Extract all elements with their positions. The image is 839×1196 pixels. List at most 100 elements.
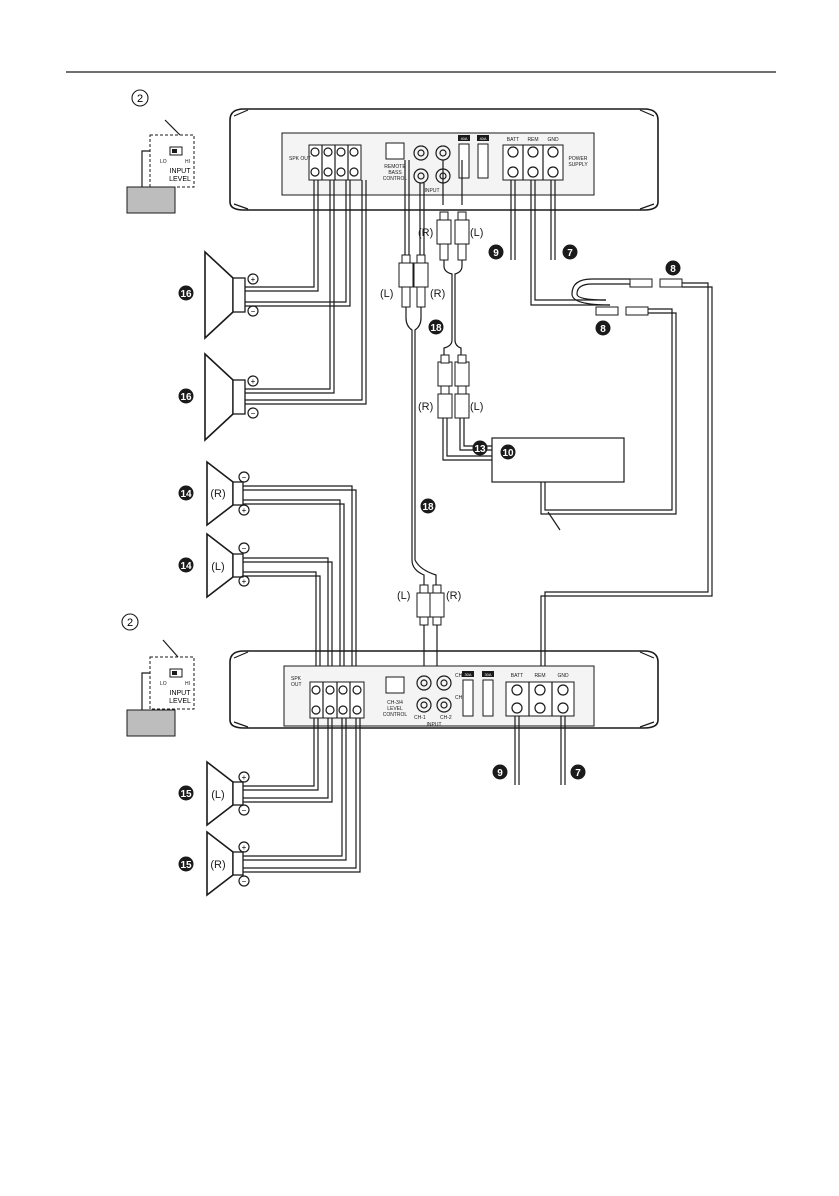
marker-fuse-lower: 8 (596, 321, 611, 336)
fuse-top-1-rating: 40A (460, 136, 467, 141)
svg-text:18: 18 (430, 323, 442, 334)
rear-speaker-wires (243, 718, 360, 872)
fuse-top-2 (478, 144, 488, 178)
fuse-bottom-1 (463, 680, 473, 716)
svg-text:8: 8 (670, 264, 676, 275)
marker-speaker-front-2: 16 (179, 389, 194, 404)
amp-bottom-batt-label: BATT (511, 673, 523, 679)
head-unit-r-label: (R) (418, 401, 433, 413)
tweeter-wires (243, 486, 356, 690)
svg-text:7: 7 (567, 248, 573, 259)
marker-rear-l: 15 (179, 786, 194, 801)
remote-label-3: CONTROL (383, 176, 408, 182)
switch-caption-level: LEVEL (169, 176, 191, 183)
fuse-holder-upper (630, 279, 652, 287)
top-power-wires (511, 180, 610, 305)
head-unit-r-plug (438, 394, 452, 418)
speaker-tweeter-l: (L) − + (207, 534, 249, 597)
input-level-marker-bottom: 2 (127, 617, 133, 629)
speaker-tweeter-r: (R) − + (207, 462, 249, 525)
speaker-rear-r: (R) + − (207, 832, 249, 895)
fuse-bottom-1-rating: 30A (464, 672, 471, 677)
head-unit-l-label: (L) (470, 401, 483, 413)
fuse-top-2-rating: 40A (479, 136, 486, 141)
speaker-tweeter-r-minus: − (242, 473, 247, 482)
speaker-rear-r-label: (R) (210, 859, 225, 871)
marker-head-unit-output: 13 (473, 441, 488, 456)
speaker-rear-l-label: (L) (211, 789, 224, 801)
speaker-rear-l-minus: − (242, 806, 247, 815)
ch-d-label: CH-2 (440, 715, 452, 721)
marker-batt-bottom: 9 (493, 765, 508, 780)
speaker-front-1-plus: + (251, 275, 256, 284)
rca-lower-r-label: (R) (446, 590, 461, 602)
rca-plug-r-upper (414, 263, 428, 287)
speaker-tweeter-r-label: (R) (210, 488, 225, 500)
speaker-rear-r-plus: + (242, 843, 247, 852)
switch-hi-label: HI (185, 159, 190, 165)
amp-top-gnd-label: GND (547, 137, 559, 143)
head-unit-box (492, 438, 624, 482)
amp-top-power-label-2: SUPPLY (568, 162, 588, 168)
rca-plug-r-lower (430, 593, 444, 617)
input-level-marker: 2 (137, 93, 143, 105)
svg-text:18: 18 (422, 502, 434, 513)
grey-box-bottom (127, 710, 175, 736)
speaker-front-2-minus: − (251, 409, 256, 418)
marker-fuse-upper: 8 (666, 261, 681, 276)
speaker-tweeter-l-minus: − (242, 544, 247, 553)
svg-text:9: 9 (497, 768, 503, 779)
amp-top-spk-out-label: SPK OUT (289, 156, 311, 162)
rca-plug-l-lower (417, 593, 431, 617)
marker-speaker-front-1: 16 (179, 286, 194, 301)
ch-level-label-3: CONTROL (383, 712, 408, 718)
amp-bottom-spk-label-2: OUT (291, 682, 302, 688)
switch-caption-input-bottom: INPUT (170, 690, 192, 697)
speaker-front-1: + − (205, 252, 258, 338)
svg-text:15: 15 (180, 789, 192, 800)
rca-cable-upper: (L) (R) (R) (L) (R) (L) (380, 160, 492, 585)
svg-text:14: 14 (180, 561, 192, 572)
switch-lo-label-bottom: LO (160, 681, 167, 687)
svg-text:16: 16 (180, 392, 192, 403)
marker-tweeter-l: 14 (179, 558, 194, 573)
input-level-switch-bottom: 2 LO HI INPUT LEVEL (122, 614, 194, 736)
speaker-rear-r-minus: − (242, 877, 247, 886)
front-speaker-wires (245, 180, 366, 404)
input-level-switch-top: 2 LO HI INPUT LEVEL (127, 90, 194, 213)
amplifier-top: SPK OUT REMOTE BASS CONTROL INPUT 40A 40… (230, 109, 658, 210)
speaker-front-2: + − (205, 354, 258, 440)
grey-box-top (127, 187, 175, 213)
fuse-bottom-2-rating: 30A (484, 672, 491, 677)
svg-text:15: 15 (180, 860, 192, 871)
svg-text:13: 13 (474, 444, 486, 455)
amp-top-input-label: INPUT (425, 188, 440, 194)
fuse-holder-cable (541, 279, 712, 690)
amp-bottom-rem-label: REM (534, 673, 545, 679)
speaker-rear-l-plus: + (242, 773, 247, 782)
svg-text:8: 8 (600, 324, 606, 335)
amplifier-bottom: SPK OUT CH-3/4 LEVEL CONTROL CH-3 CH-4 C… (230, 651, 658, 728)
speaker-tweeter-r-plus: + (242, 506, 247, 515)
speaker-rear-l: (L) + − (207, 762, 249, 825)
rca-plug-l-upper (399, 263, 413, 287)
rca-upper-r-label: (R) (430, 288, 445, 300)
svg-text:9: 9 (493, 248, 499, 259)
rca-upper-l-label: (L) (380, 288, 393, 300)
fuse-bottom-2 (483, 680, 493, 716)
amp-bottom-input-label: INPUT (427, 722, 442, 728)
marker-tweeter-r: 14 (179, 486, 194, 501)
marker-ground-bottom: 7 (571, 765, 586, 780)
marker-rca-lower: 18 (421, 499, 436, 514)
rca-lower-l-label: (L) (397, 590, 410, 602)
amp-top-batt-label: BATT (507, 137, 519, 143)
amp-top-rem-label: REM (527, 137, 538, 143)
rca-top-l-label: (L) (470, 227, 483, 239)
marker-rear-r: 15 (179, 857, 194, 872)
svg-text:16: 16 (180, 289, 192, 300)
svg-text:14: 14 (180, 489, 192, 500)
fuse-top-1 (459, 144, 469, 178)
rca-top-r-label: (R) (418, 227, 433, 239)
svg-text:10: 10 (502, 448, 514, 459)
